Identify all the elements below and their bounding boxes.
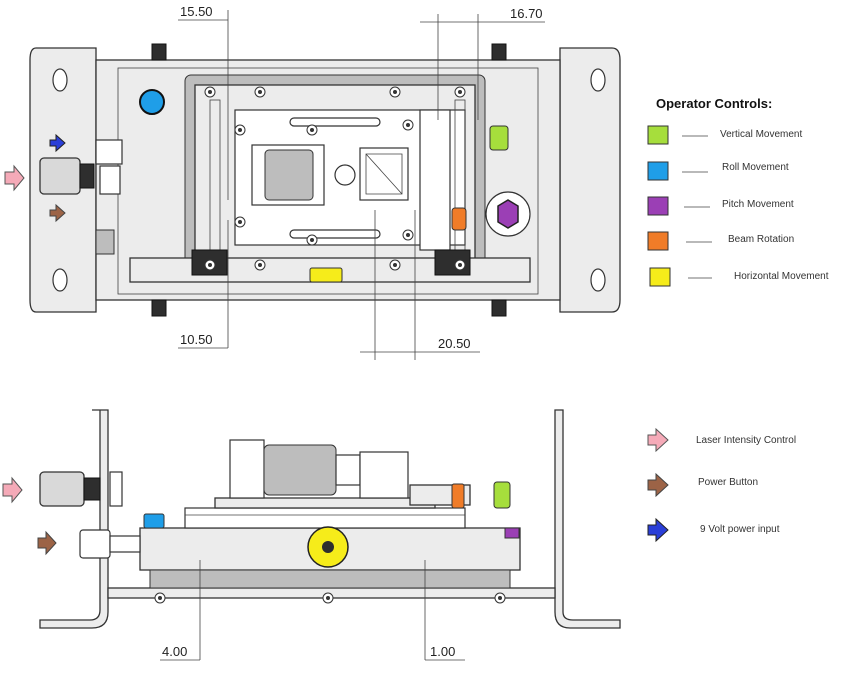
laser-intensity-arrow-icon — [2, 476, 23, 504]
screw — [234, 124, 246, 136]
knob-collar-side — [83, 477, 101, 501]
lens-barrel — [264, 149, 314, 201]
vertical-movement-knob — [489, 125, 509, 151]
optic-housing — [229, 439, 265, 499]
legend-label: Power Button — [698, 477, 758, 488]
right-mount-slot-top — [590, 68, 606, 92]
screw — [204, 86, 216, 98]
power-button-side — [79, 529, 111, 559]
thumb-screw — [151, 299, 167, 317]
laser-intensity-knob-side — [39, 471, 85, 507]
left-mount-slot-bottom — [52, 268, 68, 292]
dimension-label: 4.00 — [162, 644, 187, 659]
power-input-arrow-icon — [49, 133, 66, 153]
vertical-movement-knob-side — [493, 481, 511, 509]
blue-arrow-icon — [647, 517, 669, 543]
knob-center — [322, 541, 334, 553]
pitch-movement-knob-side — [504, 527, 520, 539]
horizontal-movement-knob — [309, 267, 343, 283]
connector — [95, 229, 115, 255]
screw — [204, 259, 216, 271]
slot — [289, 117, 381, 127]
legend-label: Beam Rotation — [728, 234, 794, 245]
thumb-screw — [151, 43, 167, 61]
left-mount-slot-top — [52, 68, 68, 92]
laser-intensity-knob — [39, 157, 81, 195]
prism — [365, 153, 403, 195]
knob-collar — [79, 163, 95, 189]
screw — [254, 259, 266, 271]
legend-swatch — [647, 196, 669, 216]
right-side-bracket — [554, 409, 621, 629]
switch-side — [109, 471, 123, 507]
beam-rotation-knob — [451, 207, 467, 231]
right-mount-slot-bottom — [590, 268, 606, 292]
right-mount-bracket — [559, 47, 621, 313]
dimension-label: 20.50 — [438, 336, 471, 351]
screw — [494, 592, 506, 604]
power-button-arrow-icon — [49, 203, 66, 223]
power-switch — [99, 165, 121, 195]
side-stage-plate — [214, 497, 436, 509]
legend-swatch — [649, 267, 671, 287]
operator-controls-legend: Operator Controls: Vertical Movement Rol… — [647, 96, 829, 287]
lens-barrel-side — [263, 444, 337, 496]
legend-label: Horizontal Movement — [734, 271, 829, 282]
screw — [322, 592, 334, 604]
side-view: 4.00 1.00 — [2, 409, 621, 661]
screw — [234, 216, 246, 228]
top-view: 15.50 16.70 10.50 20.50 — [4, 4, 621, 360]
thumb-screw — [491, 43, 507, 61]
pitch-movement-knob — [497, 199, 519, 229]
legend-label: Roll Movement — [722, 162, 789, 173]
legend-swatch — [647, 161, 669, 181]
left-side-bracket — [39, 409, 109, 629]
laser-intensity-arrow-icon — [4, 164, 25, 192]
legend-swatch — [647, 125, 669, 145]
screw — [306, 234, 318, 246]
legend-label: Laser Intensity Control — [696, 435, 796, 446]
inputs-legend: Laser Intensity Control Power Button 9 V… — [647, 427, 796, 543]
screw — [154, 592, 166, 604]
prism-housing-side — [359, 451, 409, 499]
legend-title: Operator Controls: — [656, 96, 772, 111]
side-block — [419, 109, 451, 251]
beam-rotation-knob-side — [451, 483, 465, 509]
screw — [454, 86, 466, 98]
side-stage-lower — [149, 569, 511, 589]
roll-movement-knob-side — [143, 513, 165, 529]
pink-arrow-icon — [647, 427, 669, 453]
screw — [389, 86, 401, 98]
roll-movement-knob — [139, 89, 165, 115]
screw — [254, 86, 266, 98]
dimension-label: 10.50 — [180, 332, 213, 347]
legend-label: Pitch Movement — [722, 199, 794, 210]
lens-cap — [335, 454, 361, 486]
legend-swatch — [647, 231, 669, 251]
power-jack — [95, 139, 123, 165]
knob — [334, 164, 356, 186]
screw — [389, 259, 401, 271]
legend-label: Vertical Movement — [720, 129, 802, 140]
power-button-arrow-icon — [37, 530, 57, 556]
screw — [454, 259, 466, 271]
brown-arrow-icon — [647, 472, 669, 498]
slot — [289, 229, 381, 239]
side-stage-top — [184, 507, 466, 529]
dimension-label: 15.50 — [180, 4, 213, 19]
legend-label: 9 Volt power input — [700, 524, 780, 535]
thumb-screw — [491, 299, 507, 317]
screw — [306, 124, 318, 136]
screw — [402, 229, 414, 241]
jack-side — [109, 535, 141, 553]
dimension-label: 16.70 — [510, 6, 543, 21]
screw — [402, 119, 414, 131]
dimension-label: 1.00 — [430, 644, 455, 659]
